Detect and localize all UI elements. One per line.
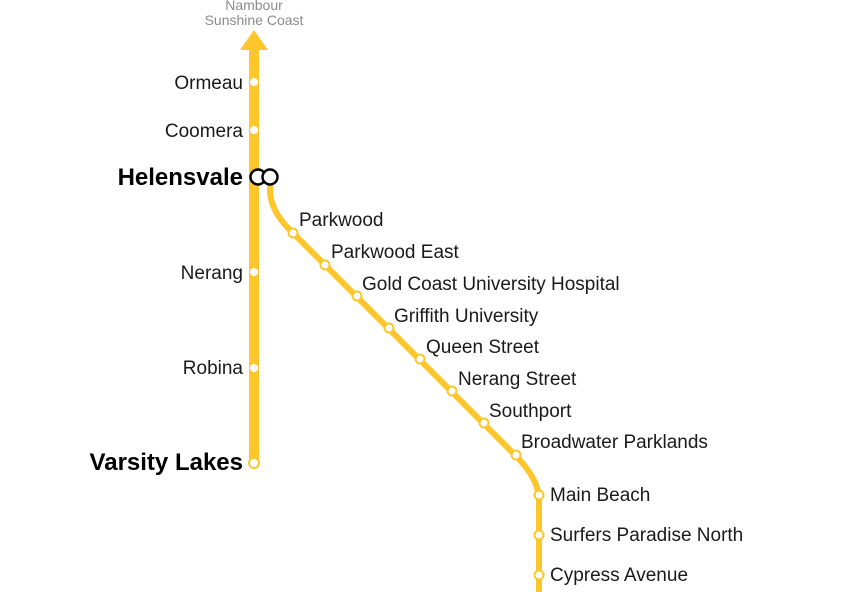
station-marker-nerang[interactable]	[250, 268, 258, 276]
station-label-surfers-paradise-north[interactable]: Surfers Paradise North	[550, 525, 743, 546]
arrow-up-icon	[240, 30, 268, 50]
station-marker-parkwood[interactable]	[287, 227, 299, 239]
station-label-robina[interactable]: Robina	[183, 358, 244, 379]
destination-label-line1: Nambour	[225, 0, 283, 13]
station-marker-cypress-avenue[interactable]	[533, 569, 545, 581]
station-marker-gcuh[interactable]	[351, 290, 363, 302]
station-label-ormeau[interactable]: Ormeau	[174, 73, 243, 94]
station-marker-nerang-street[interactable]	[446, 385, 458, 397]
station-marker-ormeau[interactable]	[250, 78, 258, 86]
station-label-cypress-avenue[interactable]: Cypress Avenue	[550, 565, 688, 586]
station-label-coomera[interactable]: Coomera	[165, 121, 244, 142]
station-marker-robina[interactable]	[250, 364, 258, 372]
station-marker-parkwood-east[interactable]	[319, 259, 331, 271]
station-marker-queen-street[interactable]	[414, 353, 426, 365]
destination-label-line2: Sunshine Coast	[205, 12, 304, 28]
station-marker-coomera[interactable]	[250, 126, 258, 134]
station-label-griffith-university[interactable]: Griffith University	[394, 306, 539, 327]
station-label-parkwood[interactable]: Parkwood	[299, 210, 384, 231]
interchange-icon[interactable]	[249, 168, 279, 186]
station-marker-southport[interactable]	[478, 417, 490, 429]
station-label-helensvale[interactable]: Helensvale	[118, 164, 243, 191]
station-label-main-beach[interactable]: Main Beach	[550, 485, 650, 506]
station-marker-surfers-paradise-north[interactable]	[533, 529, 545, 541]
station-label-southport[interactable]: Southport	[489, 401, 572, 422]
station-label-gcuh[interactable]: Gold Coast University Hospital	[362, 274, 620, 295]
station-marker-varsity-lakes[interactable]	[248, 457, 260, 469]
station-marker-main-beach[interactable]	[533, 489, 545, 501]
station-label-nerang[interactable]: Nerang	[181, 263, 243, 284]
station-label-parkwood-east[interactable]: Parkwood East	[331, 242, 460, 263]
station-marker-broadwater-parklands[interactable]	[510, 449, 522, 461]
station-label-varsity-lakes[interactable]: Varsity Lakes	[90, 449, 243, 476]
station-label-queen-street[interactable]: Queen Street	[426, 337, 540, 358]
light-rail-markers	[287, 227, 545, 581]
station-marker-griffith-university[interactable]	[383, 322, 395, 334]
station-label-broadwater-parklands[interactable]: Broadwater Parklands	[521, 432, 708, 453]
station-label-nerang-street[interactable]: Nerang Street	[458, 369, 577, 390]
